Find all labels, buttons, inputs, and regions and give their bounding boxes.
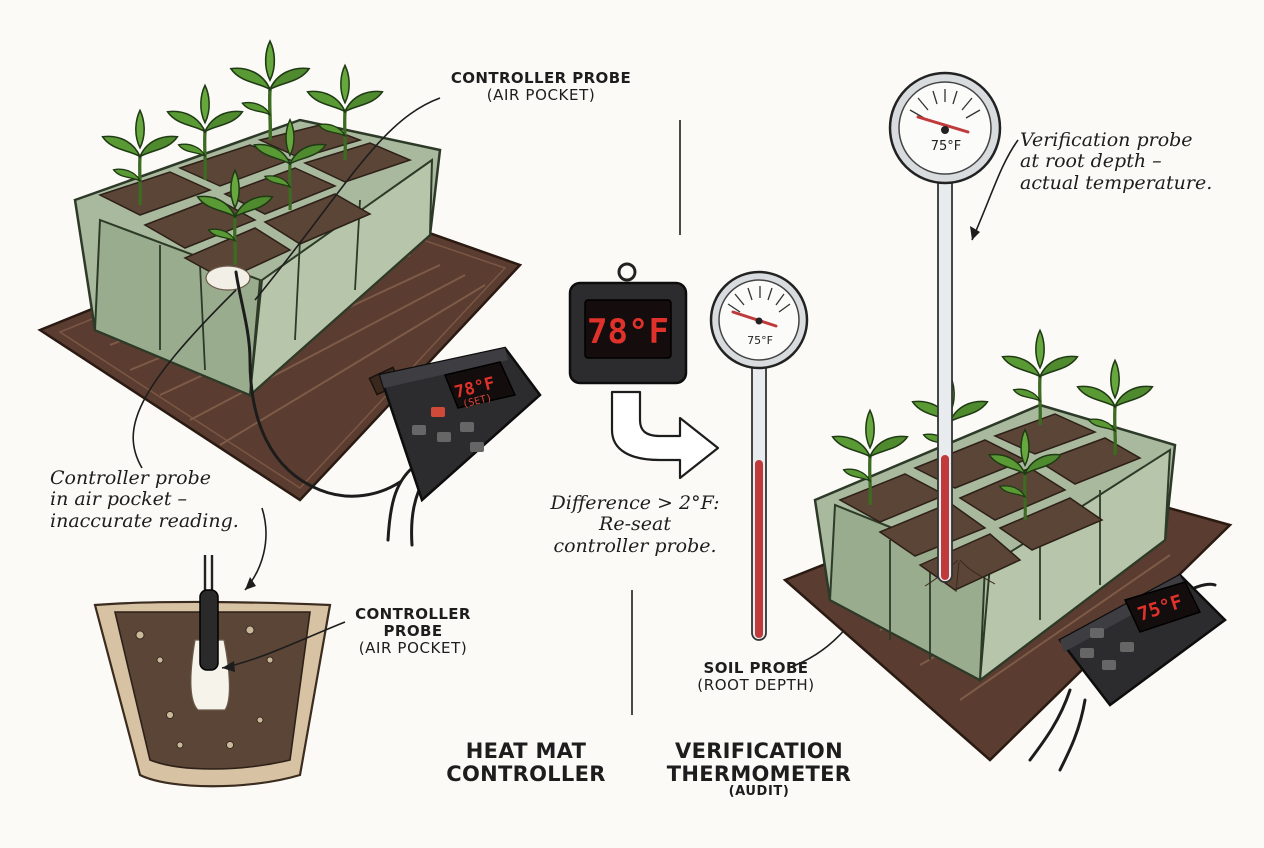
verification-subtitle: (AUDIT) [728, 784, 790, 800]
difference-note-line: Re-seat [599, 513, 671, 536]
left-note-line: inaccurate reading. [50, 509, 239, 532]
left-note-line: Controller probe [50, 467, 211, 489]
heat-mat-controller-title: HEAT MAT CONTROLLER [436, 740, 616, 785]
verification-thermometer-title: VERIFICATION THERMOMETER (AUDIT) [654, 740, 864, 799]
left-controller-box [378, 346, 542, 503]
cross-section-pot [93, 600, 332, 788]
left-seedling-tray [73, 118, 442, 398]
small-thermometer [709, 270, 809, 641]
difference-note-line: Difference > 2°F: [550, 492, 720, 514]
verification-title-line: VERIFICATION [675, 739, 843, 763]
soil-probe-subtitle: (ROOT DEPTH) [697, 675, 815, 694]
left-note: Controller probe in air pocket – inaccur… [50, 467, 239, 532]
heat-mat-title-line: CONTROLLER [446, 761, 606, 786]
verification-title-line: THERMOMETER [666, 761, 852, 786]
center-display-readout: 78°F [587, 312, 669, 352]
soil-probe-label: SOIL PROBE (ROOT DEPTH) [692, 660, 820, 694]
verify-note-line: Verification probe [1020, 129, 1193, 151]
verify-note-line: actual temperature. [1020, 171, 1213, 194]
cross-probe-title-line: PROBE [383, 621, 443, 640]
top-probe-subtitle: (AIR POCKET) [486, 85, 596, 104]
verify-note: Verification probe at root depth – actua… [1020, 129, 1213, 194]
heat-mat-title-line: HEAT MAT [465, 739, 587, 763]
soil-probe-title: SOIL PROBE [703, 659, 809, 677]
verify-note-line: at root depth – [1020, 150, 1162, 173]
leader-arrowheads [222, 226, 980, 672]
top-probe-label: CONTROLLER PROBE (AIR POCKET) [448, 70, 634, 104]
top-probe-title: CONTROLLER PROBE [450, 69, 632, 87]
center-curved-arrow [610, 390, 720, 480]
cross-probe-label: CONTROLLER PROBE (AIR POCKET) [348, 606, 478, 656]
divider-lines [631, 120, 681, 715]
tall-thermometer-reading: 75°F [931, 139, 962, 154]
difference-note: Difference > 2°F: Re-seat controller pro… [540, 492, 730, 557]
right-seedling-tray [813, 403, 1177, 683]
difference-note-line: controller probe. [553, 534, 717, 557]
cross-probe-title-line: CONTROLLER [355, 605, 471, 623]
right-controller-box [1058, 573, 1227, 707]
left-note-line: in air pocket – [50, 488, 188, 511]
cross-section-probe [199, 555, 219, 671]
small-thermometer-reading: 75°F [747, 334, 773, 347]
tall-thermometer [888, 71, 1002, 583]
center-display-unit [568, 262, 688, 385]
cross-probe-subtitle: (AIR POCKET) [358, 638, 468, 657]
